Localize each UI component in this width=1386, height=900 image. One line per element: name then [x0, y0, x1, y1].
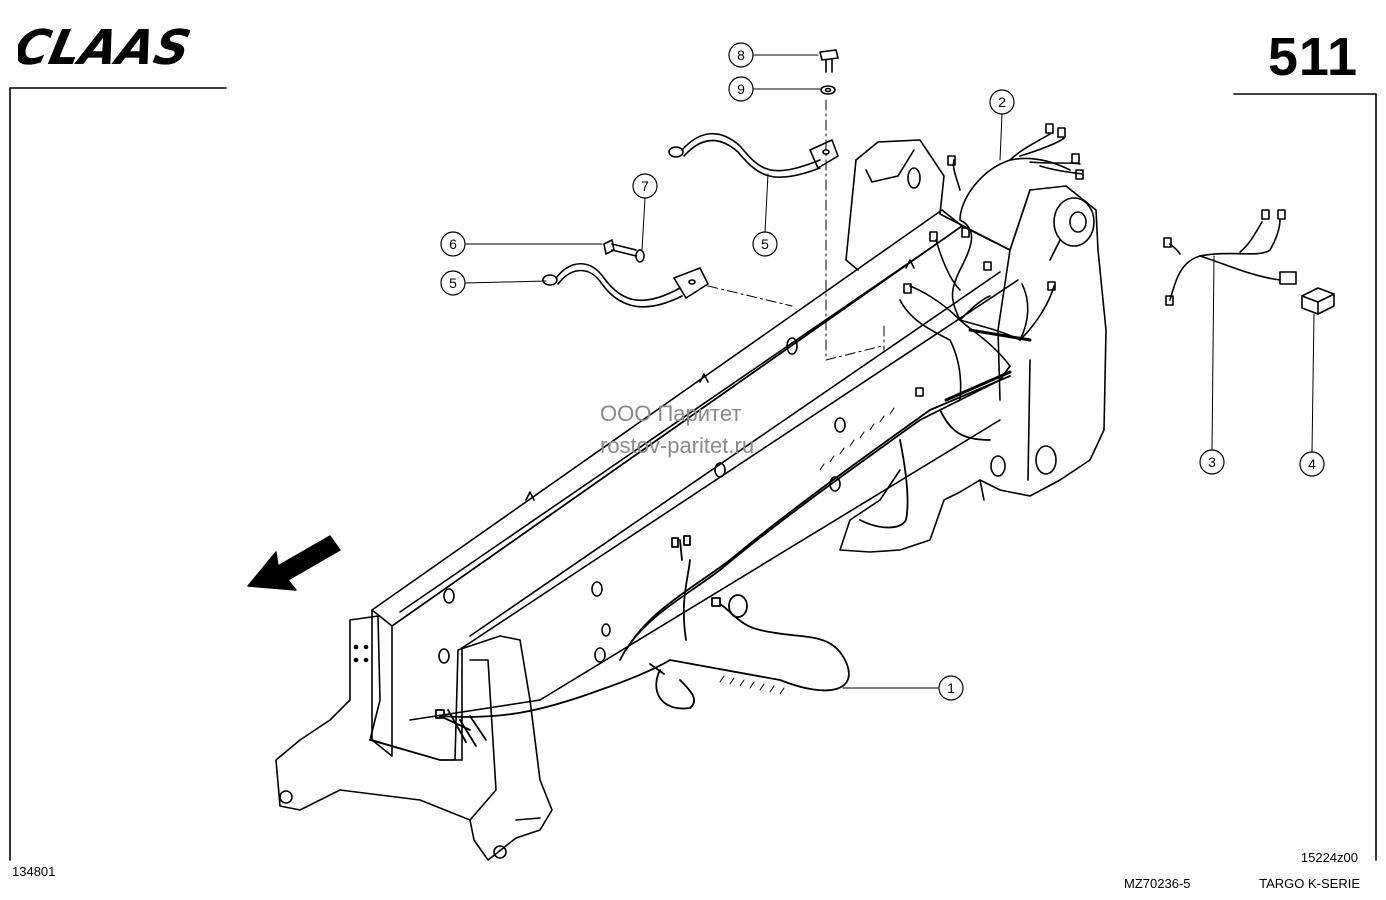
callout-2[interactable]: 2 [989, 89, 1015, 115]
callout-label: 2 [998, 94, 1006, 110]
callout-6[interactable]: 6 [440, 231, 466, 257]
callout-label: 1 [947, 680, 955, 696]
connector-item-4 [1301, 287, 1335, 315]
callout-label: 8 [737, 47, 745, 63]
direction-arrow [247, 535, 341, 591]
callout-5-upper[interactable]: 5 [752, 231, 778, 257]
callout-label: 7 [641, 178, 649, 194]
front-bracket [275, 615, 553, 861]
page-number: 511 [1267, 27, 1358, 87]
callout-1[interactable]: 1 [938, 675, 964, 701]
callout-label: 9 [737, 81, 745, 97]
callout-label: 4 [1308, 456, 1316, 472]
claas-logo: CLAAS [18, 24, 195, 70]
callout-leaders [464, 54, 1315, 689]
catalog-code: 134801 [12, 864, 56, 879]
header-rules [9, 87, 1377, 861]
callout-label: 6 [449, 236, 457, 252]
callout-9[interactable]: 9 [728, 76, 754, 102]
washer-item-9 [820, 85, 836, 95]
main-wiring-harness [435, 365, 1011, 747]
ground-strap-lower [542, 263, 709, 308]
model-series: TARGO K-SERIE [1259, 876, 1360, 891]
washer-item-7 [635, 249, 645, 263]
callout-3[interactable]: 3 [1199, 449, 1225, 475]
watermark-url[interactable]: rostov-paritet.ru [600, 433, 755, 458]
bolt-item-6 [603, 239, 637, 257]
callout-5-lower[interactable]: 5 [440, 270, 466, 296]
drawing-code: MZ70236-5 [1124, 876, 1191, 891]
harness-item-3 [1163, 209, 1297, 306]
callout-label: 5 [761, 236, 769, 252]
callout-7[interactable]: 7 [632, 173, 658, 199]
callout-4[interactable]: 4 [1299, 451, 1325, 477]
reference-code: 15224z00 [1300, 850, 1358, 865]
rear-pivot-head [839, 139, 1107, 553]
logo-text: CLAAS [18, 24, 195, 70]
assembly-lines [707, 99, 885, 361]
bolt-item-8 [819, 49, 839, 73]
watermark-company: ООО Паритет [600, 401, 742, 426]
callout-label: 3 [1208, 454, 1216, 470]
watermark: ООО Паритет rostov-paritet.ru [600, 398, 754, 462]
rear-wiring-harness [899, 123, 1084, 402]
callout-8[interactable]: 8 [728, 42, 754, 68]
callout-label: 5 [449, 275, 457, 291]
